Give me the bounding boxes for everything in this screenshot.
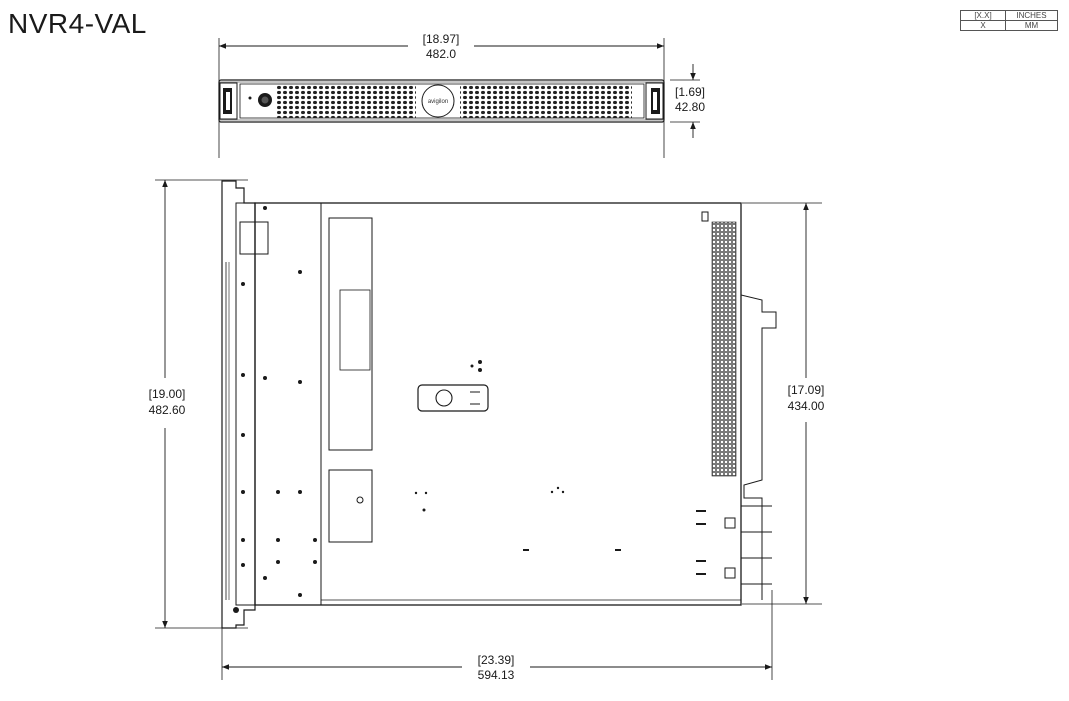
top-view-fasteners (233, 206, 706, 613)
right-depth-inches: [17.09] (788, 383, 825, 397)
model-title: NVR4-VAL (8, 8, 147, 39)
mm-label: MM (1005, 20, 1058, 31)
length-mm: 594.13 (478, 668, 515, 682)
length-inches: [23.39] (478, 653, 515, 667)
front-view (218, 38, 700, 158)
left-depth-mm: 482.60 (149, 403, 186, 417)
front-width-mm: 482.0 (426, 47, 456, 61)
front-height-mm: 42.80 (675, 100, 705, 114)
brand-logo: avigilon (428, 99, 448, 105)
units-legend: [X.X] INCHES X MM (960, 10, 1058, 31)
front-height-inches: [1.69] (675, 85, 705, 99)
right-depth-mm: 434.00 (788, 399, 825, 413)
left-depth-inches: [19.00] (149, 387, 186, 401)
top-view (155, 179, 822, 680)
front-width-inches: [18.97] (423, 32, 460, 46)
